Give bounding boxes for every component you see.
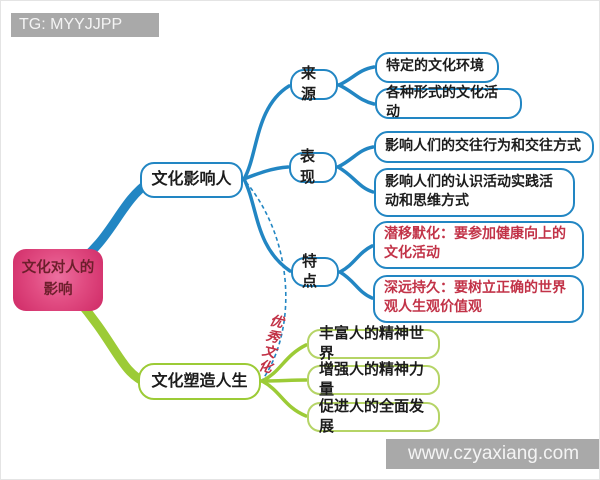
- branch-line-shape: [72, 294, 152, 388]
- root-node-culture-influence-on-people: 文化对人的影响: [13, 249, 103, 311]
- leaf-enrich-spiritual-world: 丰富人的精神世界: [307, 326, 440, 362]
- leaf-subtle-influence: 潜移默化：要参加健康向上的文化活动: [373, 221, 584, 269]
- link-manifestation-item-2: [336, 165, 375, 194]
- link-to-source: [242, 84, 291, 181]
- leaf-various-cultural-activities: 各种形式的文化活动: [375, 86, 522, 120]
- leaf-strengthen-spiritual-power: 增强人的精神力量: [307, 362, 440, 398]
- leaf-cognition-practice-thinking: 影响人们的认识活动实践活动和思维方式: [374, 168, 575, 217]
- node-culture-shapes-life: 文化塑造人生: [138, 363, 261, 400]
- link-characteristics-item-2: [338, 270, 374, 300]
- link-shape-item-1: [260, 343, 308, 383]
- leaf-promote-all-round-development: 促进人的全面发展: [307, 399, 440, 435]
- watermark-top-left: TG: MYYJJPP: [11, 13, 159, 37]
- node-culture-influences-people: 文化影响人: [140, 162, 243, 198]
- node-characteristics: 特点: [291, 254, 339, 290]
- link-manifestation-item-1: [336, 145, 375, 169]
- watermark-bottom-right: www.czyaxiang.com: [386, 439, 599, 469]
- link-to-characteristics: [242, 177, 292, 273]
- node-source: 来源: [290, 66, 338, 103]
- link-source-item-1: [337, 65, 376, 87]
- leaf-specific-cultural-environment: 特定的文化环境: [375, 52, 499, 83]
- leaf-communication-behavior: 影响人们的交往行为和交往方式: [374, 131, 594, 163]
- leaf-lasting-influence: 深远持久：要树立正确的世界观人生观价值观: [373, 275, 584, 323]
- link-shape-item-2: [260, 378, 308, 383]
- link-shape-item-3: [260, 379, 308, 418]
- node-manifestation: 表现: [289, 149, 337, 186]
- link-characteristics-item-1: [338, 244, 374, 274]
- link-source-item-2: [337, 83, 376, 106]
- link-to-manifestation: [242, 165, 290, 181]
